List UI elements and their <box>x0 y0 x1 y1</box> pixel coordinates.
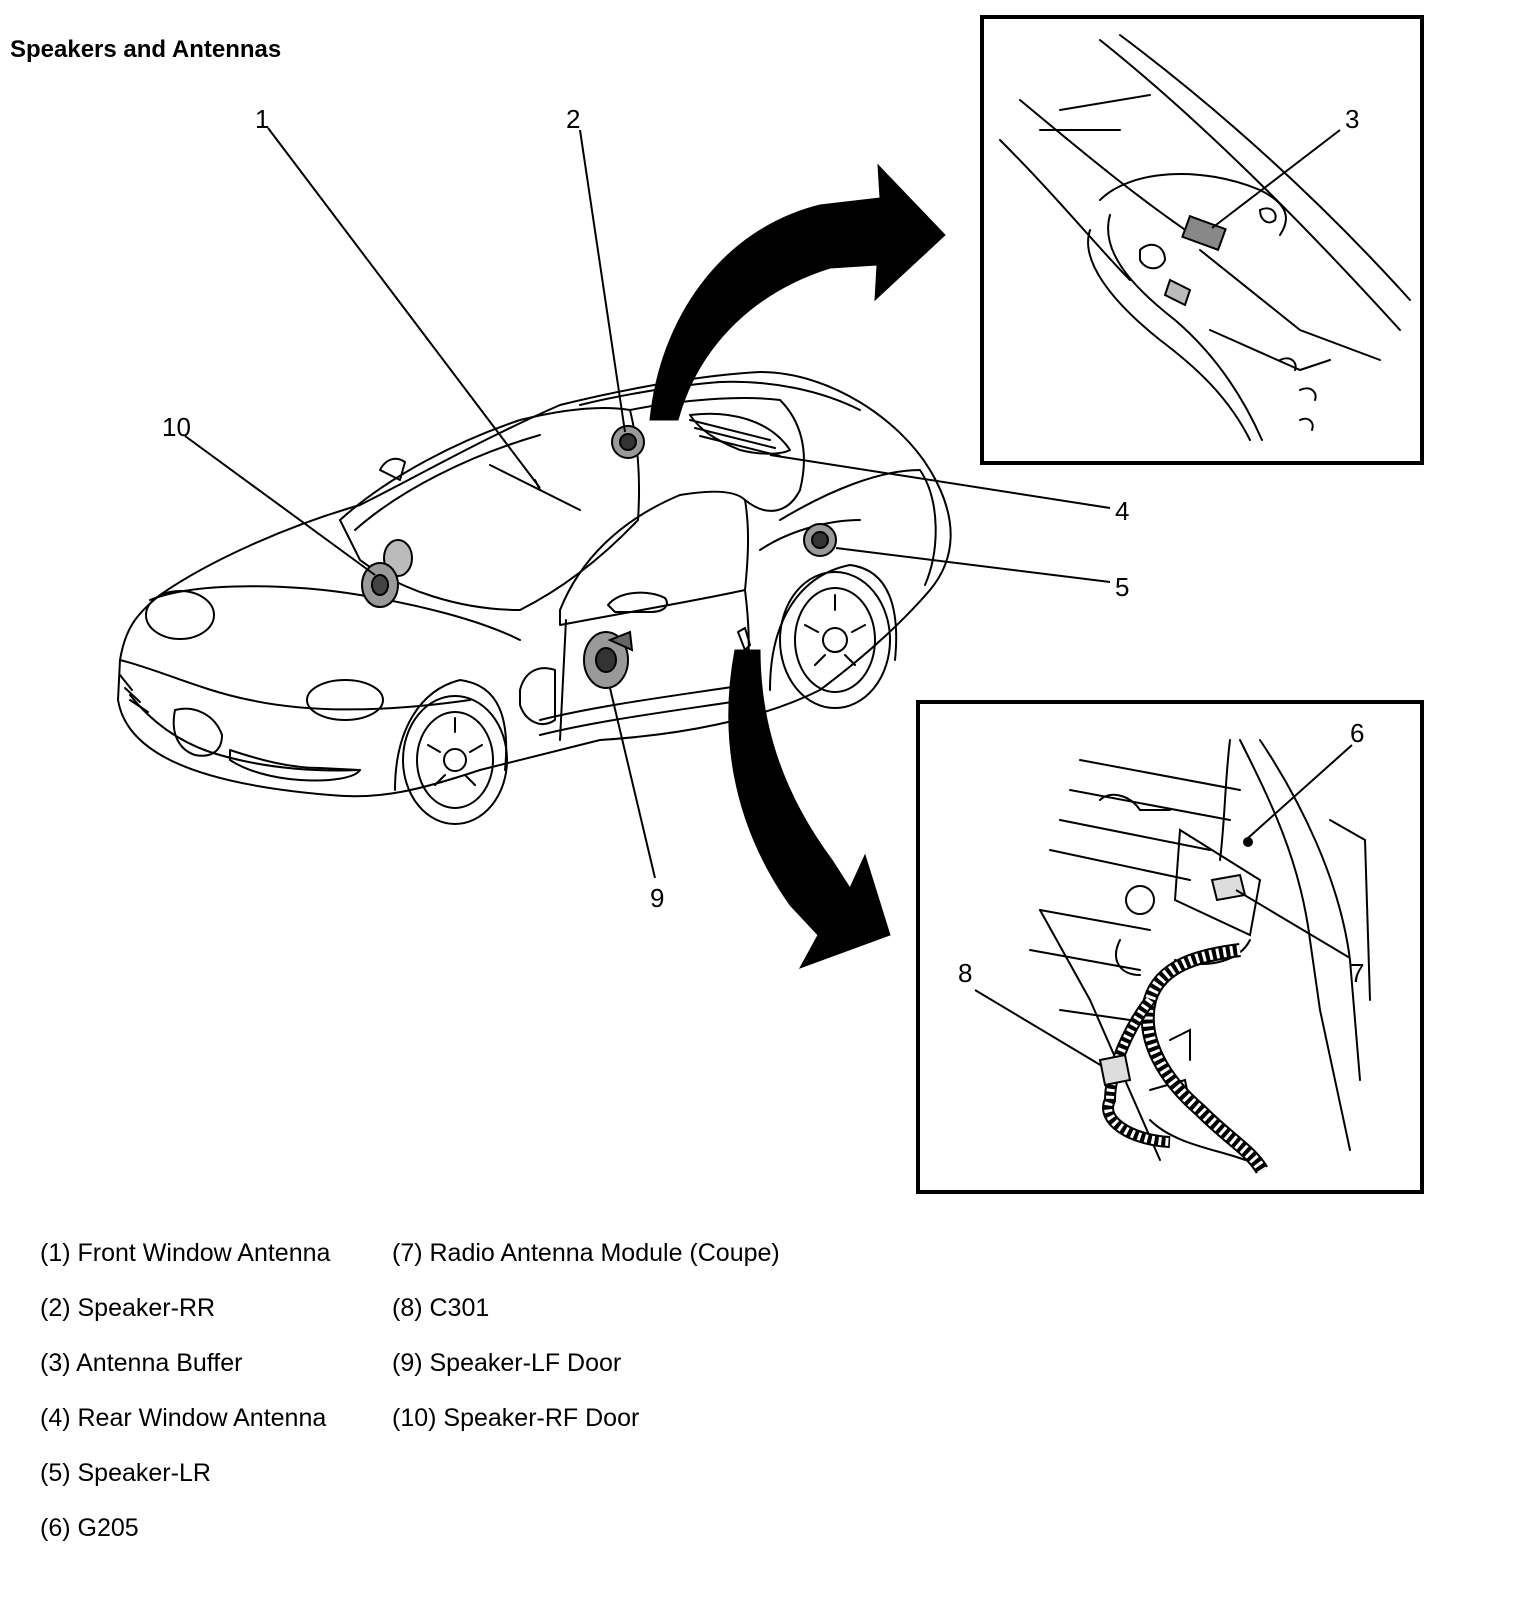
legend-item: (6) G205 <box>40 1514 139 1542</box>
legend-item: (7) Radio Antenna Module (Coupe) <box>392 1239 780 1267</box>
callout-9: 9 <box>650 883 664 913</box>
inset-antenna-module <box>916 700 1424 1194</box>
inset-antenna-buffer <box>980 15 1424 465</box>
legend-item: (4) Rear Window Antenna <box>40 1404 327 1432</box>
legend-item: (10) Speaker-RF Door <box>392 1404 640 1432</box>
callout-3: 3 <box>1345 104 1359 134</box>
callout-8: 8 <box>958 958 972 988</box>
callout-7: 7 <box>1350 958 1364 988</box>
speaker-lf-door-icon <box>583 630 634 689</box>
diagram-title: Speakers and Antennas <box>10 36 282 63</box>
callout-numbers: 1 2 3 4 5 6 7 8 9 10 <box>162 104 1364 988</box>
speaker-rf-door-icon <box>361 539 413 608</box>
speakers <box>361 425 837 689</box>
speaker-lr-icon <box>803 523 837 557</box>
callout-5: 5 <box>1115 572 1129 602</box>
speaker-rr-icon <box>611 425 645 459</box>
zoom-arrows <box>649 163 946 969</box>
arrow-to-antenna-buffer-icon <box>649 163 946 421</box>
legend-item: (1) Front Window Antenna <box>40 1239 331 1267</box>
legend-item: (5) Speaker-LR <box>40 1459 211 1487</box>
callout-2: 2 <box>566 104 580 134</box>
legend-column-2: (7) Radio Antenna Module (Coupe) (8) C30… <box>392 1236 780 1456</box>
arrow-to-module-icon <box>728 649 891 969</box>
callout-1: 1 <box>255 104 269 134</box>
vehicle-illustration: 1 2 3 4 5 6 7 8 9 10 <box>117 15 1424 1194</box>
legend-item: (2) Speaker-RR <box>40 1294 216 1322</box>
callout-4: 4 <box>1115 496 1129 526</box>
legend-item: (8) C301 <box>392 1294 490 1322</box>
legend-column-1: (1) Front Window Antenna (2) Speaker-RR … <box>40 1236 330 1566</box>
callout-6: 6 <box>1350 718 1364 748</box>
leader-lines <box>184 127 1353 1067</box>
car-drawing <box>117 371 952 825</box>
callout-10: 10 <box>162 412 191 442</box>
legend-item: (3) Antenna Buffer <box>40 1349 243 1377</box>
legend-item: (9) Speaker-LF Door <box>392 1349 622 1377</box>
